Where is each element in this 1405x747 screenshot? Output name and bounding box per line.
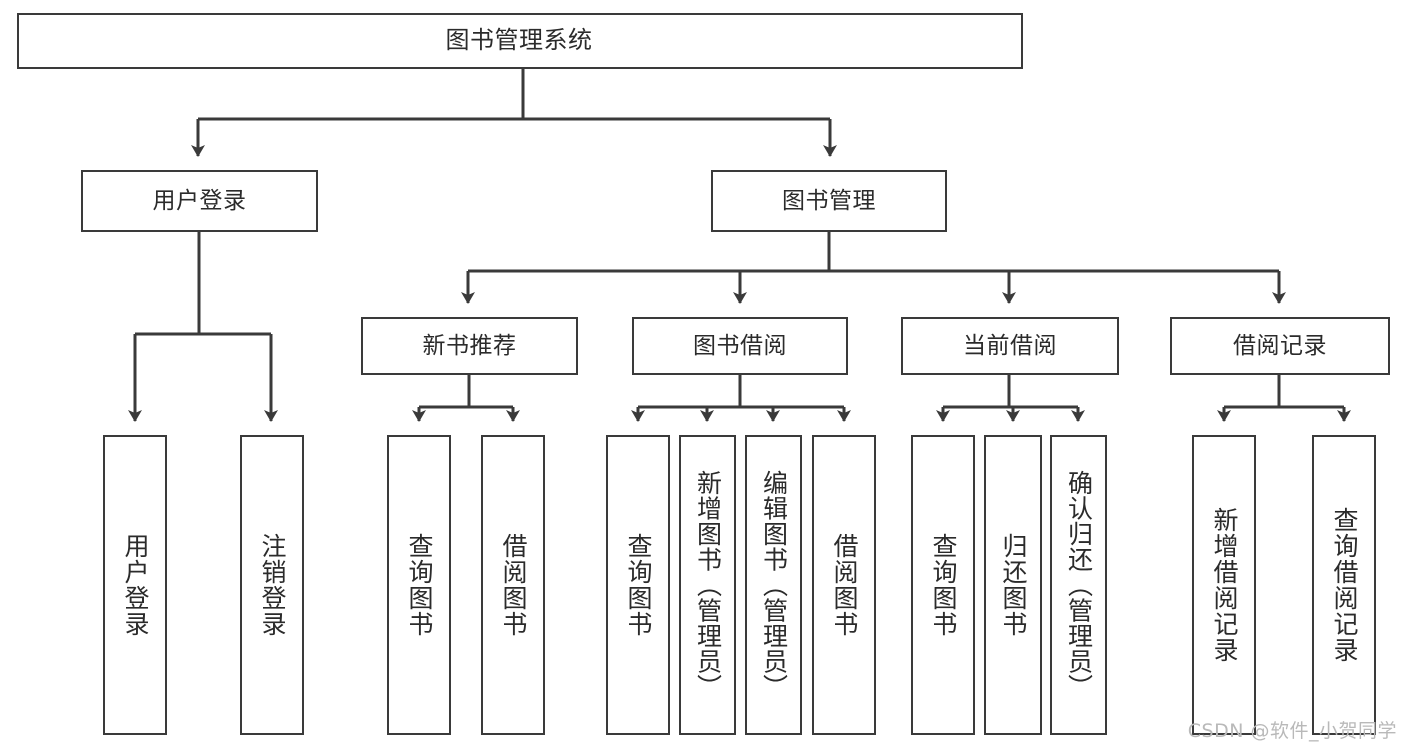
leaf-add-borrow-record[interactable]: 新增借阅记录	[1192, 435, 1256, 735]
leaf-query-borrow-record-label: 查询借阅记录	[1330, 507, 1359, 663]
leaf-query-book-newbook-label: 查询图书	[405, 533, 434, 637]
leaf-query-book-borrow[interactable]: 查询图书	[606, 435, 670, 735]
leaf-borrow-book-newbook-label: 借阅图书	[499, 533, 528, 637]
leaf-return-book[interactable]: 归还图书	[984, 435, 1042, 735]
node-new-book-recommend[interactable]: 新书推荐	[361, 317, 578, 375]
leaf-add-book-admin-label: 新增图书（管理员）	[693, 470, 723, 700]
node-root-label: 图书管理系统	[445, 26, 593, 55]
leaf-confirm-return-admin-label: 确认归还（管理员）	[1064, 470, 1094, 700]
leaf-edit-book-admin[interactable]: 编辑图书（管理员）	[745, 435, 802, 735]
leaf-edit-book-admin-label: 编辑图书（管理员）	[759, 470, 789, 700]
leaf-user-login[interactable]: 用户登录	[103, 435, 167, 735]
node-user-login-label: 用户登录	[152, 187, 247, 214]
leaf-query-book-newbook[interactable]: 查询图书	[387, 435, 451, 735]
leaf-return-book-label: 归还图书	[999, 533, 1028, 637]
leaf-user-login-label: 用户登录	[121, 533, 150, 637]
node-book-management-label: 图书管理	[782, 187, 876, 214]
node-book-borrow-label: 图书借阅	[693, 332, 787, 359]
node-root[interactable]: 图书管理系统	[17, 13, 1023, 69]
leaf-query-book-borrow-label: 查询图书	[624, 533, 653, 637]
node-user-login[interactable]: 用户登录	[81, 170, 318, 232]
node-borrow-records[interactable]: 借阅记录	[1170, 317, 1390, 375]
leaf-query-borrow-record[interactable]: 查询借阅记录	[1312, 435, 1376, 735]
leaf-borrow-book[interactable]: 借阅图书	[812, 435, 876, 735]
leaf-query-book-current[interactable]: 查询图书	[911, 435, 975, 735]
node-current-borrow[interactable]: 当前借阅	[901, 317, 1119, 375]
leaf-add-book-admin[interactable]: 新增图书（管理员）	[679, 435, 736, 735]
node-book-borrow[interactable]: 图书借阅	[632, 317, 848, 375]
node-new-book-recommend-label: 新书推荐	[422, 332, 517, 359]
node-current-borrow-label: 当前借阅	[963, 332, 1057, 359]
leaf-borrow-book-label: 借阅图书	[830, 533, 859, 637]
leaf-confirm-return-admin[interactable]: 确认归还（管理员）	[1050, 435, 1107, 735]
leaf-add-borrow-record-label: 新增借阅记录	[1210, 507, 1239, 663]
node-book-management[interactable]: 图书管理	[711, 170, 947, 232]
leaf-query-book-current-label: 查询图书	[929, 533, 958, 637]
node-borrow-records-label: 借阅记录	[1233, 332, 1327, 359]
leaf-logout-label: 注销登录	[258, 533, 287, 637]
leaf-borrow-book-newbook[interactable]: 借阅图书	[481, 435, 545, 735]
leaf-logout[interactable]: 注销登录	[240, 435, 304, 735]
